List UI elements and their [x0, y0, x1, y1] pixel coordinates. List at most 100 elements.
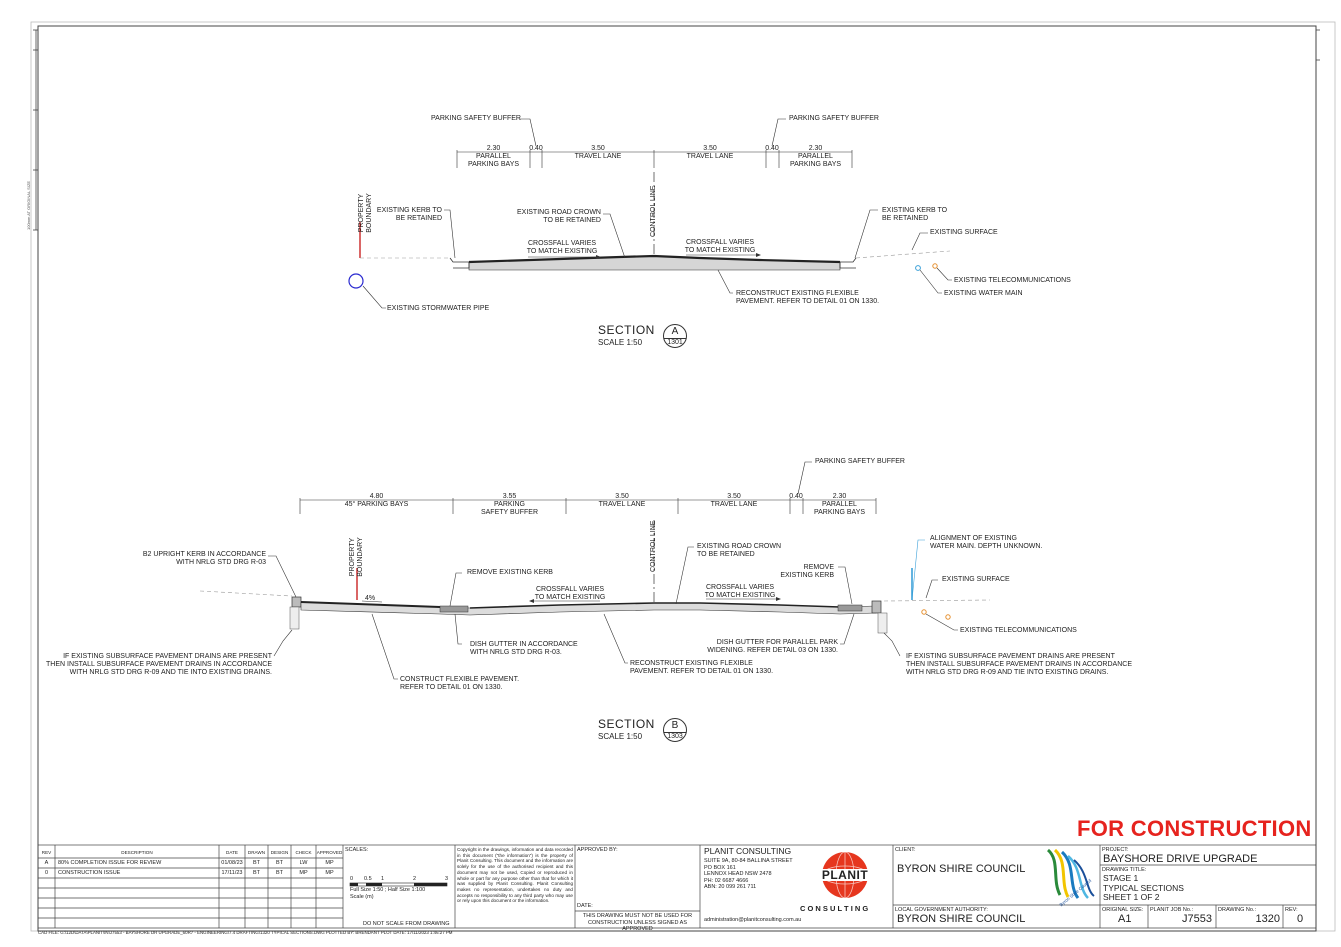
dim-value: 3.50: [615, 493, 629, 500]
dim-b-1: 4.80 45° PARKING BAYS: [300, 493, 453, 509]
label-control-line-a: CONTROL LINE: [650, 185, 657, 237]
label-property-boundary-b: PROPERTY BOUNDARY: [349, 537, 364, 577]
dim-value: 0.40: [789, 493, 803, 500]
company-email: administration@planitconsulting.com.au: [704, 917, 802, 923]
dim-a-5: 0.40: [762, 145, 782, 153]
drawing-title: STAGE 1 TYPICAL SECTIONS SHEET 1 OF 2: [1103, 873, 1184, 902]
bubble-letter: B: [671, 720, 679, 731]
bubble-letter: A: [671, 326, 679, 337]
rev-header-cell: DRAWN: [247, 850, 266, 855]
section-a-bubble: A 1301: [663, 324, 687, 348]
cad-file-note: CAD FILE: G:\12D\DATA\PLANIT\IN\J7553 - …: [38, 930, 453, 935]
label-slope: 4%: [365, 595, 376, 602]
rev-header-cell: DESCRIPTION: [121, 850, 153, 855]
drawing-no-label: DRAWING No.:: [1218, 907, 1256, 913]
dim-label: TRAVEL LANE: [598, 501, 646, 508]
scale-tick: 1: [381, 876, 385, 882]
drawing-number: 1320: [1255, 913, 1280, 925]
scales-label: SCALES:: [345, 847, 369, 853]
dim-value: 2.30: [486, 145, 501, 152]
copyright-notice: Copyright in the drawings, information a…: [457, 847, 573, 904]
rev-header-cell: REV: [41, 850, 52, 855]
not-for-construction-note: THIS DRAWING MUST NOT BE USED FOR CONSTR…: [582, 913, 693, 932]
revision-cell: 01/08/23: [221, 860, 243, 866]
label-psb-right-b: PARKING SAFETY BUFFER: [815, 458, 905, 465]
label-psb-left: PARKING SAFETY BUFFER: [431, 115, 521, 122]
dim-value: 2.30: [832, 493, 847, 500]
label-crossfall-left-b: CROSSFALL VARIES TO MATCH EXISTING: [534, 586, 606, 601]
scale-tick: 0: [350, 876, 354, 882]
label-existing-surface-b: EXISTING SURFACE: [942, 576, 1010, 583]
title-block-grid: [37, 844, 1317, 932]
rev-header-cell: DESIGN: [270, 850, 289, 855]
dim-b-4: 3.50 TRAVEL LANE: [678, 493, 790, 509]
label-kerb-right-a: EXISTING KERB TO BE RETAINED: [882, 207, 948, 222]
scale-tick: 2: [413, 876, 417, 882]
project-label: PROJECT:: [1102, 847, 1129, 853]
dim-a-6: 2.30 PARALLEL PARKING BAYS: [779, 145, 852, 169]
rev-header-cell: CHECK: [295, 850, 312, 855]
original-size: A1: [1118, 913, 1132, 925]
bubble-ref: 1301: [664, 338, 686, 346]
section-b-scale: SCALE 1:50: [598, 732, 643, 741]
label-subsurface-right: IF EXISTING SUBSURFACE PAVEMENT DRAINS A…: [906, 653, 1132, 676]
revision-cell: A: [44, 860, 49, 866]
revision-cell: CONSTRUCTION ISSUE: [58, 870, 121, 876]
label-crossfall-right-a: CROSSFALL VARIES TO MATCH EXISTING: [684, 239, 756, 254]
dim-label: PARALLEL PARKING BAYS: [789, 153, 842, 168]
company-address: SUITE 9A, 80-84 BALLINA STREET PO BOX 16…: [704, 858, 793, 890]
section-a-title: SECTION: [598, 323, 655, 337]
rev-header-cell: APPROVED: [316, 850, 343, 855]
rev-label: REV:: [1285, 907, 1298, 913]
dim-b-5: 0.40: [786, 493, 806, 501]
revision-cell: MP: [325, 870, 334, 876]
revision-cell: 0: [44, 870, 49, 876]
label-telecom-b: EXISTING TELECOMMUNICATIONS: [960, 627, 1077, 634]
label-subsurface-left: IF EXISTING SUBSURFACE PAVEMENT DRAINS A…: [46, 653, 272, 676]
label-crossfall-right-b: CROSSFALL VARIES TO MATCH EXISTING: [704, 584, 776, 599]
dim-b-2: 3.55 PARKING SAFETY BUFFER: [453, 493, 566, 517]
drawing-title-label: DRAWING TITLE:: [1102, 867, 1147, 873]
label-road-crown-b: EXISTING ROAD CROWN TO BE RETAINED: [697, 543, 782, 558]
rev-number: 0: [1297, 913, 1304, 925]
dim-label: 45° PARKING BAYS: [344, 501, 409, 508]
do-not-scale: DO NOT SCALE FROM DRAWING: [363, 921, 450, 927]
label-water-main-a: EXISTING WATER MAIN: [944, 290, 1023, 297]
label-stormwater-a: EXISTING STORMWATER PIPE: [387, 305, 490, 312]
dim-value: 4.80: [369, 493, 384, 500]
label-road-crown-a: EXISTING ROAD CROWN TO BE RETAINED: [516, 209, 601, 224]
approved-by-label: APPROVED BY:: [577, 847, 618, 853]
dim-value: 3.50: [591, 145, 605, 152]
project-name: BAYSHORE DRIVE UPGRADE: [1103, 853, 1258, 865]
revision-cell: 80% COMPLETION ISSUE FOR REVIEW: [58, 860, 162, 866]
dim-label: TRAVEL LANE: [686, 153, 734, 160]
date-label: DATE:: [577, 903, 593, 909]
dim-value: 3.55: [502, 493, 517, 500]
label-remove-kerb-right: REMOVE EXISTING KERB: [780, 564, 834, 579]
dim-b-3: 3.50 TRAVEL LANE: [566, 493, 678, 509]
label-psb-right: PARKING SAFETY BUFFER: [789, 115, 879, 122]
inner-border: [37, 25, 1317, 932]
edge-ruler: [33, 29, 1320, 231]
dim-a-2: 0.40: [526, 145, 546, 153]
dim-label: TRAVEL LANE: [574, 153, 622, 160]
label-reconstruct-a: RECONSTRUCT EXISTING FLEXIBLE PAVEMENT. …: [736, 290, 880, 305]
dim-label: PARALLEL PARKING BAYS: [467, 153, 520, 168]
dim-value: 2.30: [808, 145, 823, 152]
revision-cell: BT: [252, 870, 261, 876]
label-control-line-b: CONTROL LINE: [650, 520, 657, 572]
dim-value: 0.40: [529, 145, 543, 152]
revision-cell: MP: [325, 860, 334, 866]
section-b-bubble: B 1303: [663, 718, 687, 742]
dim-a-3: 3.50 TRAVEL LANE: [542, 145, 654, 161]
section-a-drawing: [348, 118, 952, 309]
job-label: PLANIT JOB No.:: [1150, 907, 1193, 913]
bubble-ref: 1303: [664, 732, 686, 740]
label-dish-gutter-left: DISH GUTTER IN ACCORDANCE WITH NRLG STD …: [470, 641, 578, 656]
client-label: CLIENT:: [895, 847, 916, 853]
label-existing-surface-a: EXISTING SURFACE: [930, 229, 998, 236]
dim-value: 0.40: [765, 145, 779, 152]
label-construct-flexible: CONSTRUCT FLEXIBLE PAVEMENT. REFER TO DE…: [400, 676, 520, 691]
